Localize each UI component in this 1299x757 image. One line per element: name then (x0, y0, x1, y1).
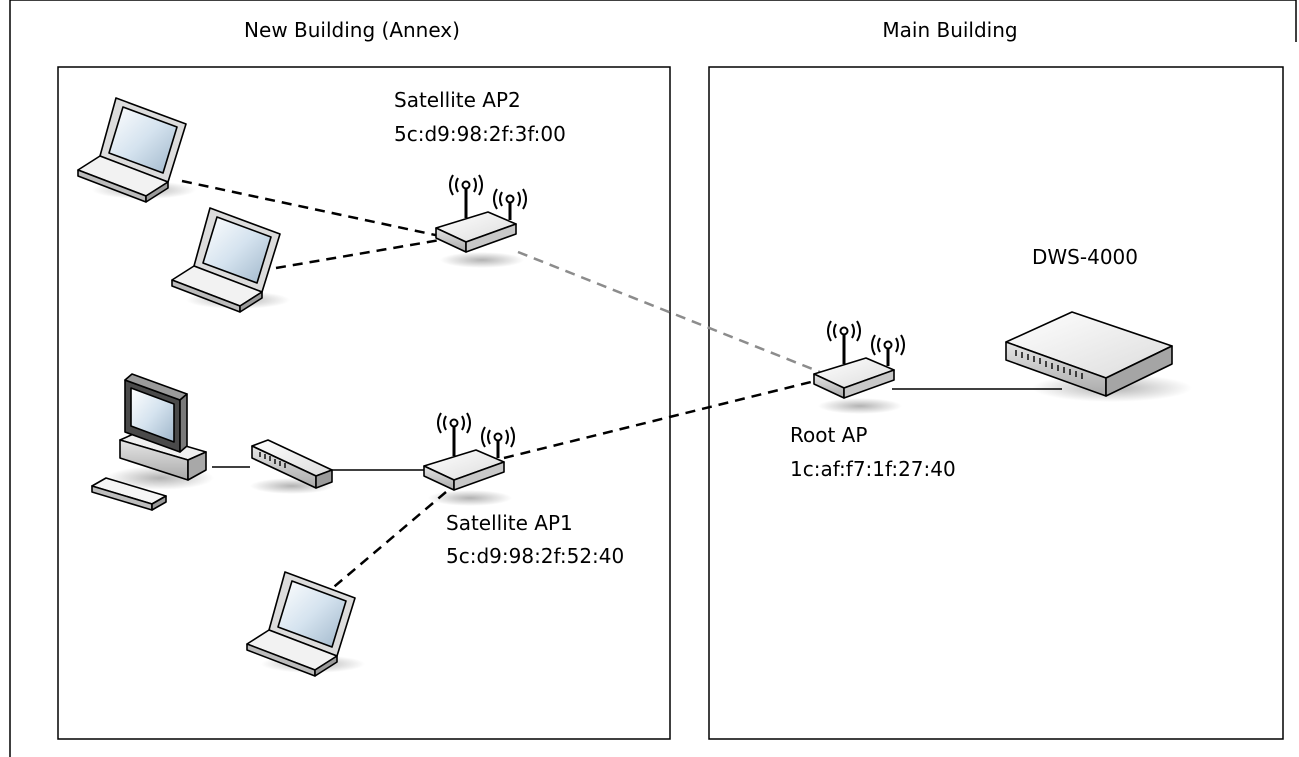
satellite-ap2-name: Satellite AP2 (394, 88, 521, 112)
zone-box-main (708, 66, 1284, 740)
satellite-ap2-icon (434, 173, 528, 270)
link-ap1-rootap (503, 379, 816, 460)
page-frame (9, 0, 1297, 757)
satellite-ap1-icon (422, 411, 516, 508)
zone-box-annex (57, 66, 671, 740)
root-ap-icon (812, 319, 906, 416)
link-ap1-laptop3 (321, 491, 447, 598)
desktop-pc-icon (91, 373, 214, 511)
switch-icon (250, 439, 334, 494)
link-ap2-rootap (517, 250, 821, 374)
satellite-ap1-mac: 5c:d9:98:2f:52:40 (446, 544, 624, 568)
satellite-ap2-mac: 5c:d9:98:2f:3f:00 (394, 122, 566, 146)
satellite-ap1-name: Satellite AP1 (446, 511, 573, 535)
laptop-icon (77, 97, 197, 203)
links (181, 179, 1062, 598)
laptop-icon (171, 207, 291, 313)
dws-4000-name: DWS-4000 (1032, 245, 1138, 269)
dws-4000-icon (1005, 311, 1192, 402)
zone-title-main: Main Building (882, 18, 1017, 42)
zone-title-annex: New Building (Annex) (244, 18, 460, 42)
laptop-icon (246, 571, 366, 677)
root-ap-mac: 1c:af:f7:1f:27:40 (790, 457, 956, 481)
link-laptop2-ap2 (275, 238, 441, 270)
root-ap-name: Root AP (790, 423, 867, 447)
link-laptop1-ap2 (181, 179, 441, 238)
